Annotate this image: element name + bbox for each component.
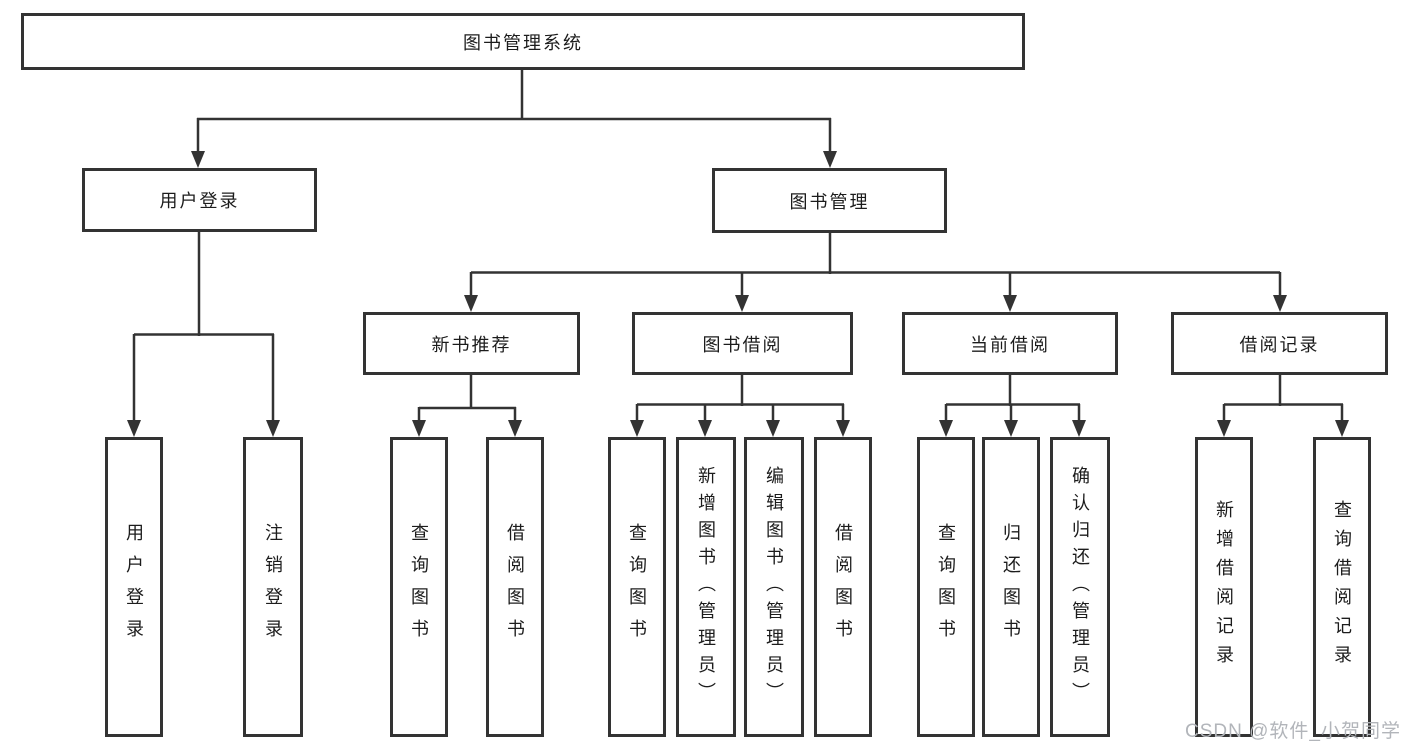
arrowhead-icon	[127, 420, 141, 437]
node-current-borrowing: 当前借阅	[902, 312, 1118, 375]
connector-line-group	[132, 70, 1344, 421]
node-label: 查询图书	[936, 523, 956, 651]
leaf-query-books-2: 查询图书	[608, 437, 666, 737]
arrowhead-icon	[766, 420, 780, 437]
node-book-borrowing: 图书借阅	[632, 312, 853, 375]
arrowhead-icon	[1004, 420, 1018, 437]
node-book-management: 图书管理	[712, 168, 947, 233]
node-user-login: 用户登录	[82, 168, 317, 232]
arrowhead-icon	[1003, 295, 1017, 312]
leaf-borrow-books-1: 借阅图书	[486, 437, 544, 737]
leaf-add-borrow-record: 新增借阅记录	[1195, 437, 1253, 737]
node-label: 图书管理	[789, 191, 870, 212]
node-label: 注销登录	[263, 523, 283, 651]
arrowhead-icon	[412, 420, 426, 437]
node-label: 确认归还（管理员）	[1070, 465, 1090, 709]
node-label: 图书管理系统	[463, 32, 583, 53]
node-label: 查询借阅记录	[1332, 500, 1352, 674]
leaf-logout: 注销登录	[243, 437, 303, 737]
node-new-book-recommendation: 新书推荐	[363, 312, 580, 375]
leaf-user-login: 用户登录	[105, 437, 163, 737]
leaf-query-borrow-record: 查询借阅记录	[1313, 437, 1371, 737]
arrowhead-icon	[508, 420, 522, 437]
node-borrowing-records: 借阅记录	[1171, 312, 1388, 375]
node-label: 用户登录	[159, 191, 240, 211]
leaf-return-books: 归还图书	[982, 437, 1040, 737]
node-label: 查询图书	[409, 523, 429, 651]
arrowhead-icon	[630, 420, 644, 437]
arrowhead-icon	[836, 420, 850, 437]
leaf-borrow-books-2: 借阅图书	[814, 437, 872, 737]
arrowhead-icon	[698, 420, 712, 437]
node-label: 当前借阅	[970, 334, 1050, 355]
node-label: 借阅图书	[505, 523, 525, 651]
node-label: 用户登录	[124, 523, 144, 651]
arrowhead-icon	[1217, 420, 1231, 437]
arrowhead-icon	[191, 151, 205, 168]
node-label: 借阅图书	[833, 523, 853, 651]
leaf-query-books-3: 查询图书	[917, 437, 975, 737]
node-label: 归还图书	[1001, 523, 1021, 651]
arrowhead-icon	[1072, 420, 1086, 437]
node-label: 新增图书（管理员）	[696, 465, 716, 709]
arrowhead-group	[127, 151, 1349, 437]
node-label: 查询图书	[627, 523, 647, 651]
arrowhead-icon	[266, 420, 280, 437]
node-label: 新书推荐	[431, 334, 512, 355]
leaf-edit-books-admin: 编辑图书（管理员）	[744, 437, 804, 737]
watermark: CSDN @软件_小贺同学	[1185, 721, 1401, 742]
node-label: 图书借阅	[702, 334, 783, 355]
node-library-management-system: 图书管理系统	[21, 13, 1025, 70]
node-label: 新增借阅记录	[1214, 500, 1234, 674]
leaf-confirm-return-admin: 确认归还（管理员）	[1050, 437, 1110, 737]
node-label: 编辑图书（管理员）	[764, 465, 784, 709]
arrowhead-icon	[1273, 295, 1287, 312]
arrowhead-icon	[464, 295, 478, 312]
arrowhead-icon	[823, 151, 837, 168]
arrowhead-icon	[1335, 420, 1349, 437]
arrowhead-icon	[735, 295, 749, 312]
node-label: 借阅记录	[1239, 334, 1320, 355]
leaf-add-books-admin: 新增图书（管理员）	[676, 437, 736, 737]
arrowhead-icon	[939, 420, 953, 437]
leaf-query-books-1: 查询图书	[390, 437, 448, 737]
